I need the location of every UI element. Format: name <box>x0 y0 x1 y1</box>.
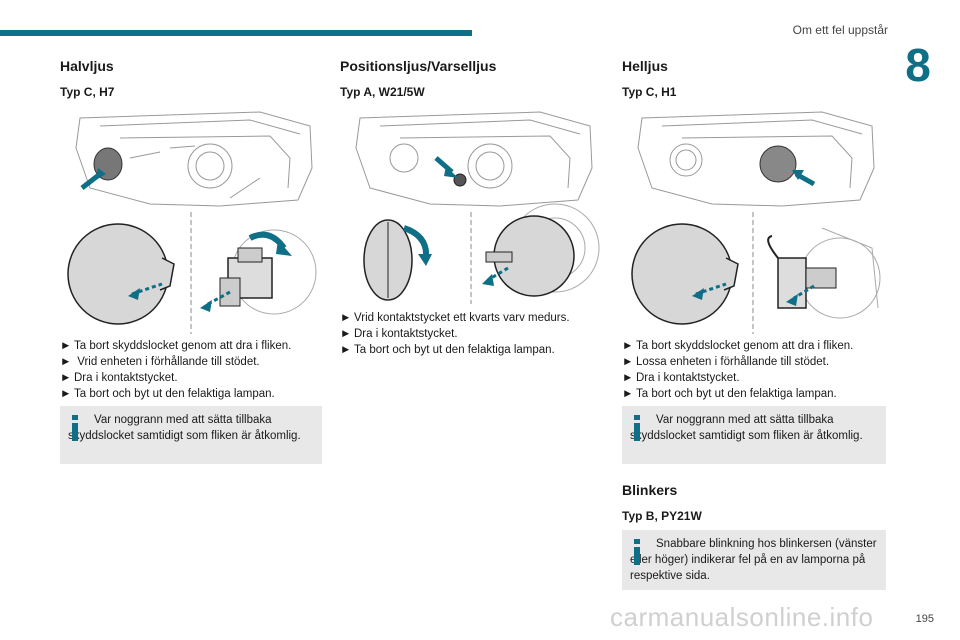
step-marker: ► <box>60 340 72 352</box>
chapter-number: 8 <box>905 39 931 91</box>
step-text: Ta bort skyddslocket genom att dra i fli… <box>636 340 854 352</box>
section-blinkers: Blinkers Typ B, PY21W <box>622 482 886 523</box>
step-item: ►Ta bort skyddslocket genom att dra i fl… <box>60 338 322 354</box>
step-text: Ta bort och byt ut den felaktiga lampan. <box>354 344 555 356</box>
step-item: ► Vrid enheten i förhållande till stödet… <box>60 354 322 370</box>
step-marker: ► <box>622 372 634 384</box>
halvljus-steps: ►Ta bort skyddslocket genom att dra i fl… <box>60 338 322 402</box>
step-marker: ► <box>622 388 634 400</box>
step-marker: ► <box>340 328 352 340</box>
step-text: Lossa enheten i förhållande till stödet. <box>636 356 830 368</box>
halvljus-illustration <box>67 111 317 334</box>
note-text: Var noggrann med att sätta tillbaka skyd… <box>630 414 863 442</box>
positionsljus-illustration <box>355 111 600 304</box>
note-text: Snabbare blinkning hos blinkersen (vänst… <box>630 538 877 582</box>
step-item: ►Dra i kontaktstycket. <box>60 370 322 386</box>
step-marker: ► <box>622 356 634 368</box>
section-title: Helljus <box>622 58 668 74</box>
step-marker: ► <box>340 312 352 324</box>
step-text: Vrid enheten i förhållande till stödet. <box>74 356 260 368</box>
section-title: Halvljus <box>60 58 114 74</box>
step-text: Ta bort och byt ut den felaktiga lampan. <box>636 388 837 400</box>
step-item: ►Ta bort skyddslocket genom att dra i fl… <box>622 338 884 354</box>
section-subtitle: Typ C, H7 <box>60 85 115 99</box>
section-halvljus: Halvljus Typ C, H7 <box>60 58 322 99</box>
step-marker: ► <box>622 340 634 352</box>
note-text: Var noggrann med att sätta tillbaka skyd… <box>68 414 301 442</box>
step-item: ►Ta bort och byt ut den felaktiga lampan… <box>60 386 322 402</box>
positionsljus-steps: ►Vrid kontaktstycket ett kvarts varv med… <box>340 310 602 358</box>
step-marker: ► <box>60 388 72 400</box>
section-title: Positionsljus/Varselljus <box>340 58 497 74</box>
section-helljus: Helljus Typ C, H1 <box>622 58 884 99</box>
info-icon <box>72 415 78 441</box>
helljus-steps: ►Ta bort skyddslocket genom att dra i fl… <box>622 338 884 402</box>
step-marker: ► <box>60 356 72 368</box>
info-note: Var noggrann med att sätta tillbaka skyd… <box>60 406 322 464</box>
step-text: Ta bort och byt ut den felaktiga lampan. <box>74 388 275 400</box>
step-text: Dra i kontaktstycket. <box>74 372 178 384</box>
step-item: ►Ta bort och byt ut den felaktiga lampan… <box>340 342 602 358</box>
chapter-title: Om ett fel uppstår <box>792 23 888 37</box>
section-subtitle: Typ A, W21/5W <box>340 85 425 99</box>
step-item: ►Ta bort och byt ut den felaktiga lampan… <box>622 386 884 402</box>
step-item: ►Lossa enheten i förhållande till stödet… <box>622 354 884 370</box>
step-item: ►Dra i kontaktstycket. <box>340 326 602 342</box>
info-icon <box>634 415 640 441</box>
section-positionsljus: Positionsljus/Varselljus Typ A, W21/5W <box>340 58 602 99</box>
section-subtitle: Typ C, H1 <box>622 85 677 99</box>
header-accent-bar <box>0 30 472 36</box>
watermark: carmanualsonline.info <box>610 602 874 632</box>
step-text: Dra i kontaktstycket. <box>636 372 740 384</box>
step-text: Dra i kontaktstycket. <box>354 328 458 340</box>
info-icon <box>634 539 640 565</box>
helljus-illustration <box>631 111 881 334</box>
info-note: Var noggrann med att sätta tillbaka skyd… <box>622 406 886 464</box>
step-marker: ► <box>340 344 352 356</box>
info-note: Snabbare blinkning hos blinkersen (vänst… <box>622 530 886 590</box>
step-item: ►Vrid kontaktstycket ett kvarts varv med… <box>340 310 602 326</box>
section-subtitle: Typ B, PY21W <box>622 509 702 523</box>
step-text: Ta bort skyddslocket genom att dra i fli… <box>74 340 292 352</box>
step-text: Vrid kontaktstycket ett kvarts varv medu… <box>354 312 570 324</box>
page-number: 195 <box>915 613 934 625</box>
section-title: Blinkers <box>622 482 678 498</box>
step-marker: ► <box>60 372 72 384</box>
step-item: ►Dra i kontaktstycket. <box>622 370 884 386</box>
